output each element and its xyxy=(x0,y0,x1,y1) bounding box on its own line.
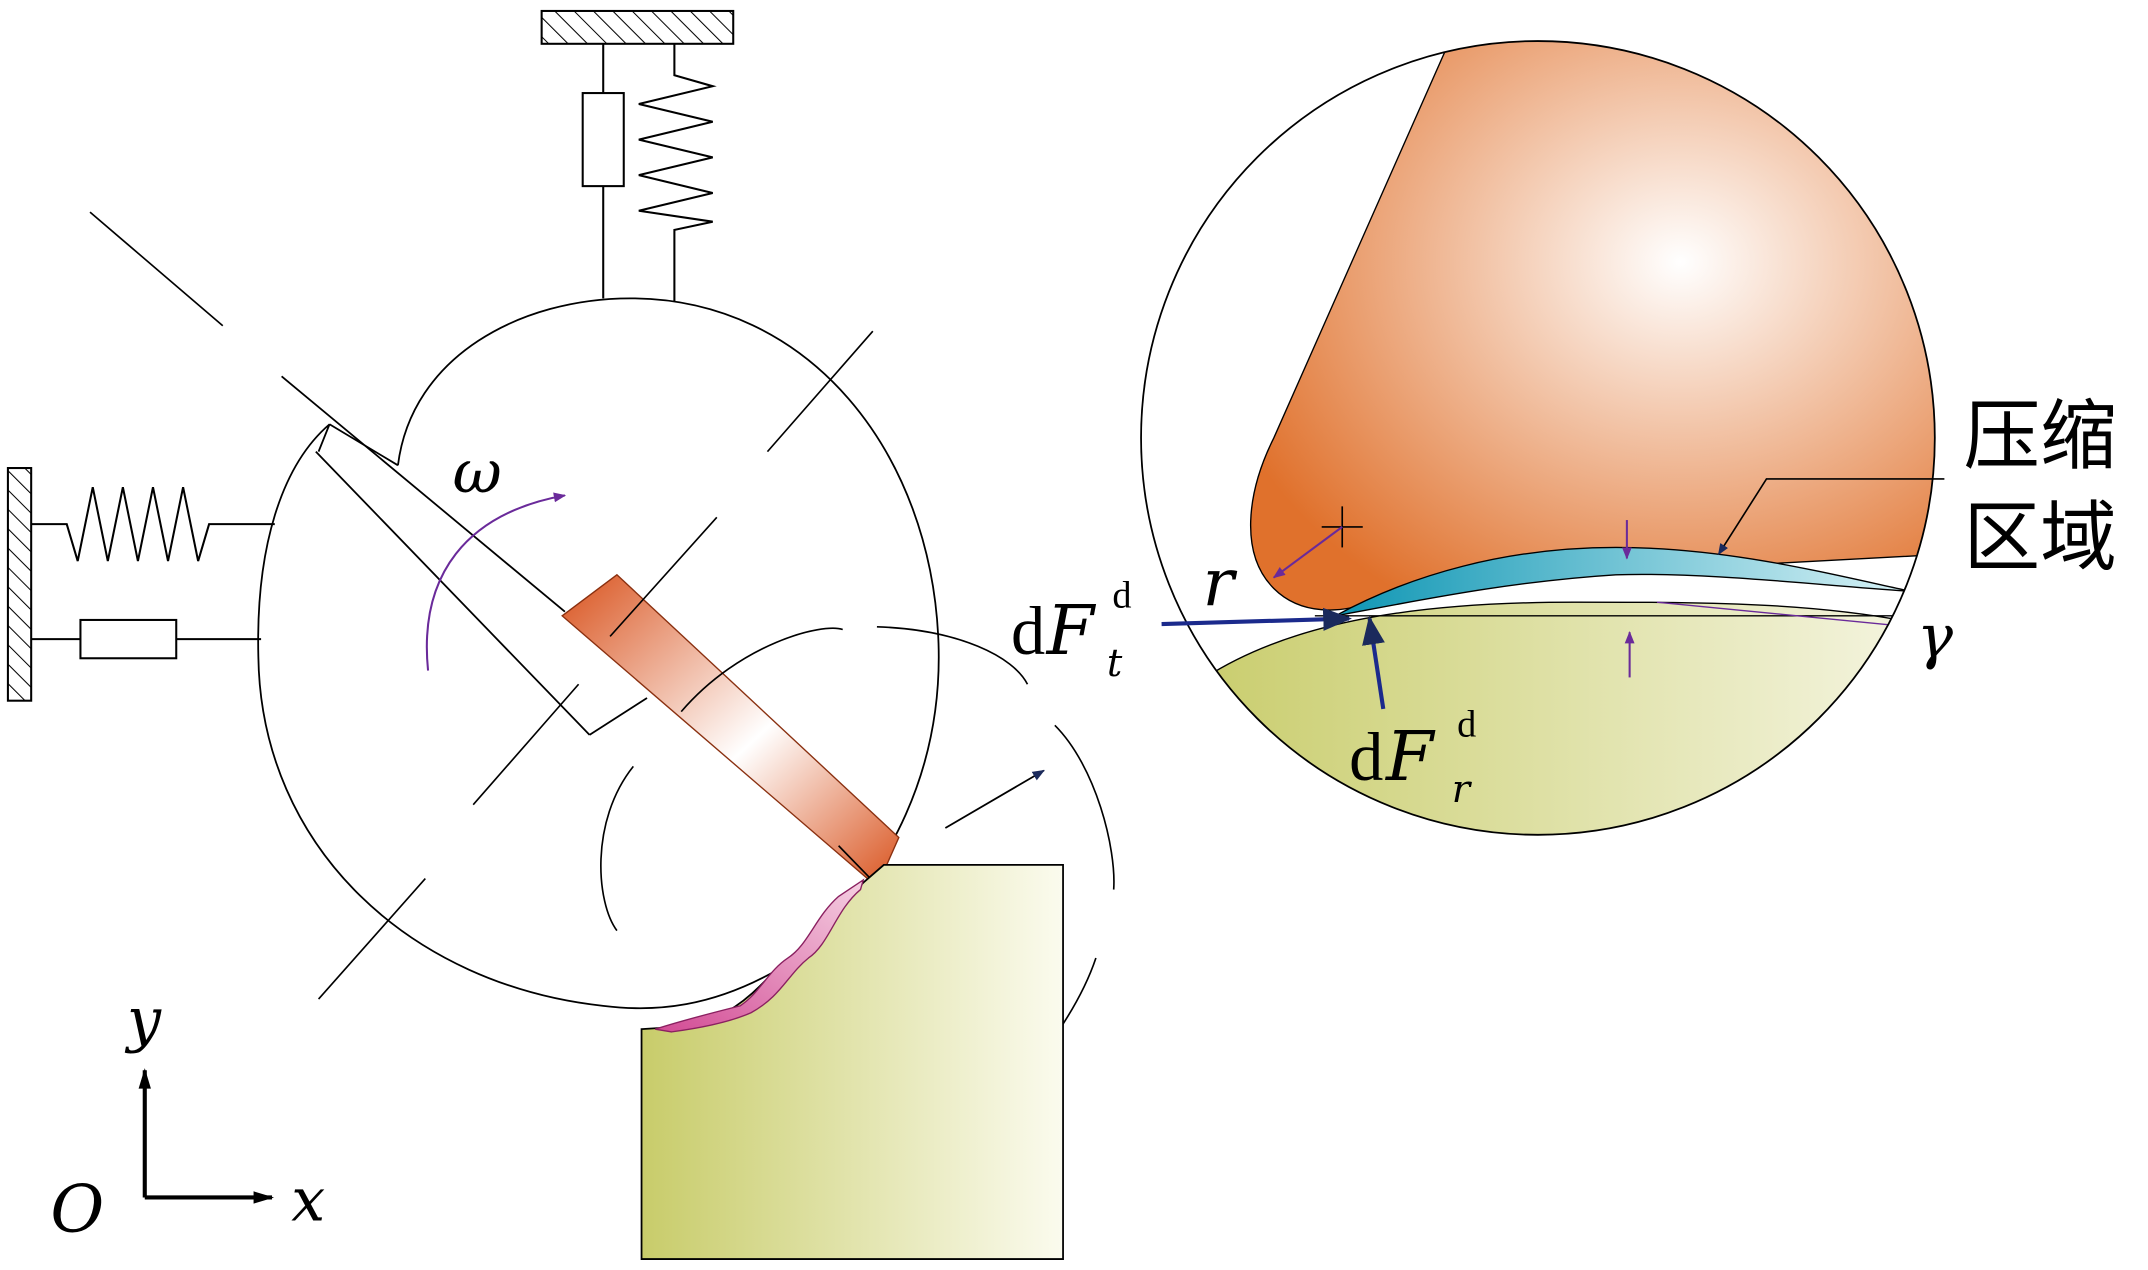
left-wall-hatch xyxy=(6,467,33,702)
detail-view xyxy=(1140,40,1945,836)
omega-label: ω xyxy=(453,438,502,508)
rake-angle-line xyxy=(1656,601,1911,628)
top-spring xyxy=(638,43,717,302)
gamma-label: γ xyxy=(1917,602,1954,672)
compression-zone-leader xyxy=(1717,478,1945,556)
origin-label: O xyxy=(50,1172,104,1248)
detail-tool xyxy=(1250,41,1935,611)
compression-zone-label-2: 区域 xyxy=(1964,494,2117,583)
tool-slot xyxy=(281,375,648,736)
tangential-force-sup: d xyxy=(1112,575,1131,617)
workpiece xyxy=(640,864,1064,1260)
tangential-force-sub: t xyxy=(1107,641,1123,686)
radial-force-label: d F r d xyxy=(1349,703,1476,812)
radius-arrow xyxy=(1272,526,1343,579)
coordinate-axes xyxy=(138,1068,275,1204)
left-spring xyxy=(31,486,275,562)
radial-force-sub: r xyxy=(1452,767,1473,812)
axis-y-label: y xyxy=(124,985,162,1055)
chip xyxy=(655,878,865,1033)
left-damper xyxy=(31,618,262,660)
chip-flow-arrow xyxy=(944,769,1045,829)
radial-force-F: F xyxy=(1384,717,1436,797)
left-support xyxy=(6,467,275,702)
radius-label: r xyxy=(1203,545,1238,621)
top-support xyxy=(540,9,735,302)
radial-force-sup: d xyxy=(1457,703,1476,745)
tangential-force-label: d F t d xyxy=(1011,575,1131,686)
cutting-tool-blade xyxy=(561,573,900,888)
axis-x-label: x xyxy=(291,1166,325,1236)
tangential-force-arrow xyxy=(1161,607,1352,631)
tangential-force-F: F xyxy=(1045,591,1097,671)
radial-force-arrow xyxy=(1362,615,1386,710)
compression-zone-label-1: 压缩 xyxy=(1964,393,2117,482)
tangential-force-d: d xyxy=(1011,593,1045,669)
top-damper xyxy=(581,43,625,299)
rotation-arrow xyxy=(425,492,567,671)
top-wall-hatch xyxy=(540,9,735,45)
radial-force-d: d xyxy=(1349,719,1383,795)
detail-circle-outline xyxy=(1140,40,1936,836)
